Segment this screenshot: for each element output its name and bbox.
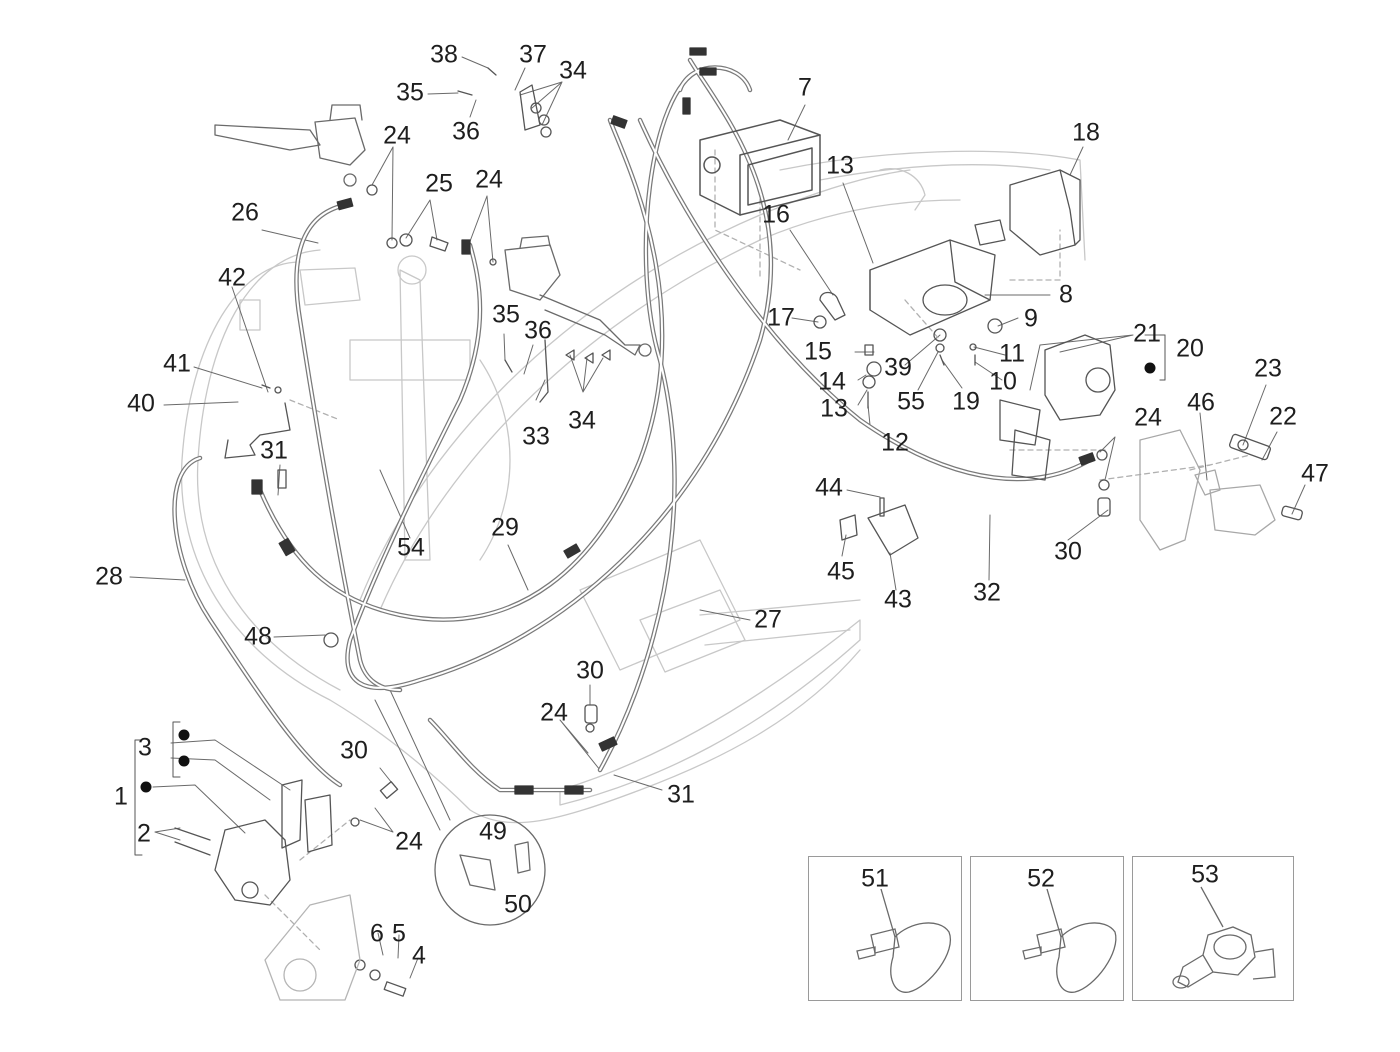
callout-24-a[interactable]: 24	[383, 121, 411, 150]
brake-pipes	[172, 57, 1093, 793]
callout-55[interactable]: 55	[897, 387, 925, 416]
fork-leg	[264, 894, 361, 1001]
callout-13-lower[interactable]: 13	[820, 394, 848, 423]
callout-47[interactable]: 47	[1301, 459, 1329, 488]
cable-tie-icon	[856, 888, 952, 993]
callout-28[interactable]: 28	[95, 562, 123, 591]
magnifier-inset	[434, 814, 546, 926]
callout-16[interactable]: 16	[762, 200, 790, 229]
callout-35-top[interactable]: 35	[396, 78, 424, 107]
callout-6[interactable]: 6	[370, 919, 384, 948]
sensor-clip	[819, 291, 846, 321]
callout-43[interactable]: 43	[884, 585, 912, 614]
callout-3[interactable]: 3	[138, 733, 152, 762]
callout-49[interactable]: 49	[479, 817, 507, 846]
dashed-alignment-lines	[264, 149, 1251, 951]
callout-22[interactable]: 22	[1269, 402, 1297, 431]
callout-11[interactable]: 11	[999, 339, 1025, 368]
callout-34-top[interactable]: 34	[559, 56, 587, 85]
inset-label-51: 51	[861, 864, 889, 893]
callout-19[interactable]: 19	[952, 387, 980, 416]
callout-40[interactable]: 40	[127, 389, 155, 418]
callout-38[interactable]: 38	[430, 40, 458, 69]
inset-box-51[interactable]: 51	[808, 856, 962, 1001]
callout-32[interactable]: 32	[973, 578, 1001, 607]
callout-24-c[interactable]: 24	[1134, 403, 1162, 432]
scooter-frame	[180, 150, 1086, 824]
callout-9[interactable]: 9	[1024, 304, 1038, 333]
callout-39[interactable]: 39	[884, 353, 912, 382]
callout-27[interactable]: 27	[754, 605, 782, 634]
callout-42[interactable]: 42	[218, 263, 246, 292]
callout-15[interactable]: 15	[804, 337, 832, 366]
callout-23[interactable]: 23	[1254, 354, 1282, 383]
abs-bracket	[869, 219, 1006, 336]
callout-7[interactable]: 7	[798, 73, 812, 102]
callout-54[interactable]: 54	[397, 533, 425, 562]
front-caliper	[214, 779, 333, 906]
rear-caliper-bracket	[1139, 429, 1276, 551]
kit-marker-dot	[178, 755, 190, 767]
callout-24-d[interactable]: 24	[540, 698, 568, 727]
callout-31-lower[interactable]: 31	[667, 780, 695, 809]
leader-lines	[129, 56, 1306, 979]
callout-48[interactable]: 48	[244, 622, 272, 651]
cable-tie-icon	[1022, 888, 1117, 993]
abs-control-unit	[699, 119, 821, 216]
callout-21[interactable]: 21	[1133, 319, 1161, 348]
callout-2[interactable]: 2	[137, 819, 151, 848]
callout-50[interactable]: 50	[504, 890, 532, 919]
callout-41[interactable]: 41	[163, 349, 191, 378]
callout-18[interactable]: 18	[1072, 118, 1100, 147]
callout-10[interactable]: 10	[989, 367, 1017, 396]
inset-label-52: 52	[1027, 864, 1055, 893]
grouping-brackets	[134, 334, 1166, 856]
callout-26[interactable]: 26	[231, 198, 259, 227]
pipe-fittings	[251, 47, 1096, 795]
callout-13-top[interactable]: 13	[826, 151, 854, 180]
callout-24-b[interactable]: 24	[475, 165, 503, 194]
callout-30-center[interactable]: 30	[576, 656, 604, 685]
callout-44[interactable]: 44	[815, 473, 843, 502]
callout-25[interactable]: 25	[425, 169, 453, 198]
hardware	[174, 67, 1303, 997]
rear-caliper	[999, 334, 1116, 481]
callout-20[interactable]: 20	[1176, 334, 1204, 363]
abs-cover	[1009, 169, 1081, 256]
inset-box-52[interactable]: 52	[970, 856, 1124, 1001]
brake-pipes-inner	[173, 59, 1091, 791]
callout-24-e[interactable]: 24	[395, 827, 423, 856]
callout-46[interactable]: 46	[1187, 388, 1215, 417]
callout-33[interactable]: 33	[522, 422, 550, 451]
rear-master-cylinder	[504, 235, 652, 357]
front-master-cylinder	[214, 104, 366, 187]
callout-1[interactable]: 1	[114, 782, 128, 811]
callout-31-upper[interactable]: 31	[260, 436, 288, 465]
callout-36-top[interactable]: 36	[452, 117, 480, 146]
callout-29[interactable]: 29	[491, 513, 519, 542]
callout-17[interactable]: 17	[767, 303, 795, 332]
callout-14[interactable]: 14	[818, 367, 846, 396]
callout-8[interactable]: 8	[1059, 280, 1073, 309]
callout-34-middle[interactable]: 34	[568, 406, 596, 435]
kit-marker-dot	[178, 729, 190, 741]
inset-box-53[interactable]: 53	[1132, 856, 1294, 1001]
pipe-clips	[224, 84, 919, 556]
callout-4[interactable]: 4	[412, 941, 426, 970]
callout-45[interactable]: 45	[827, 557, 855, 586]
callout-30-left[interactable]: 30	[340, 736, 368, 765]
kit-marker-dot	[140, 781, 152, 793]
sensor-icon	[1172, 886, 1276, 989]
inset-label-53: 53	[1191, 860, 1219, 889]
callout-35-middle[interactable]: 35	[492, 300, 520, 329]
callout-30-right[interactable]: 30	[1054, 537, 1082, 566]
callout-12[interactable]: 12	[881, 428, 909, 457]
kit-marker-dot	[1144, 362, 1156, 374]
callout-37[interactable]: 37	[519, 40, 547, 69]
callout-36-middle[interactable]: 36	[524, 316, 552, 345]
callout-5[interactable]: 5	[392, 919, 406, 948]
